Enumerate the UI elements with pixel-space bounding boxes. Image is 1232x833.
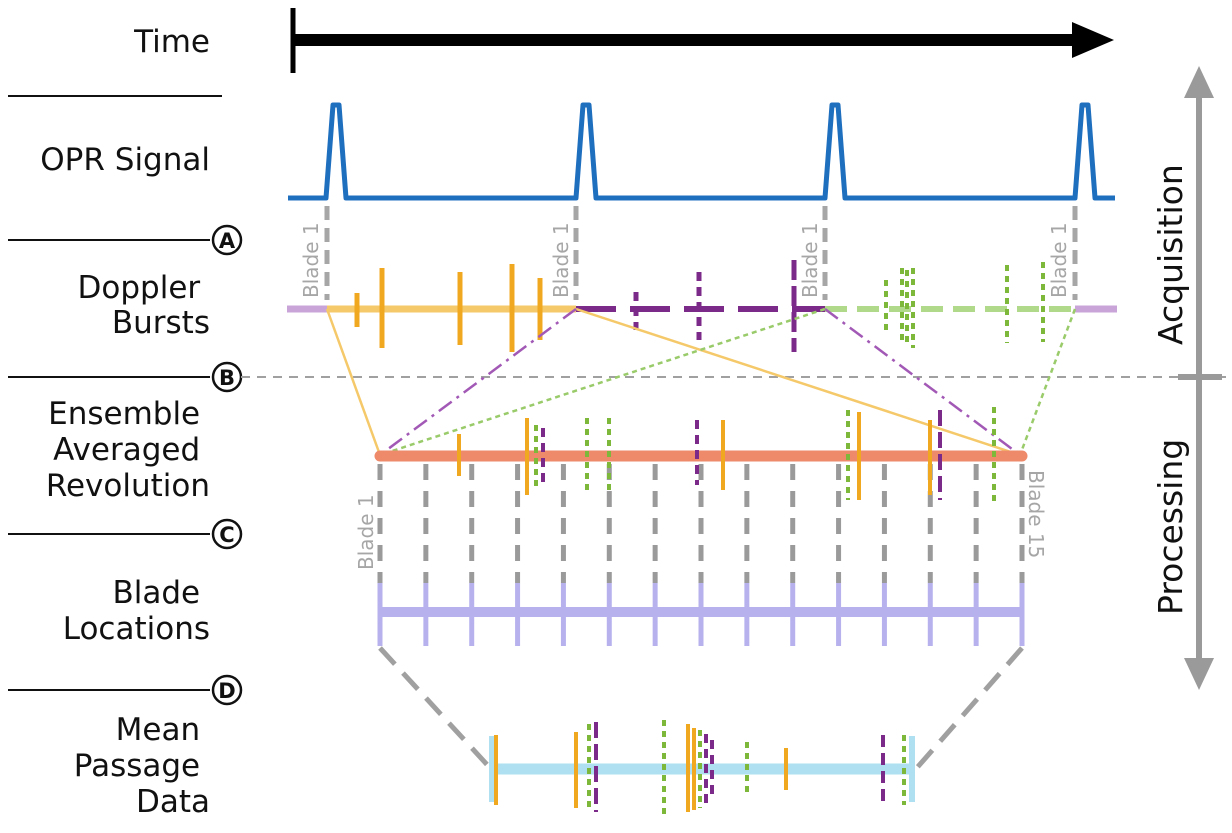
doppler-bursts	[287, 260, 1117, 352]
mapping-line-rev2	[379, 307, 577, 457]
ensemble-revolution	[374, 407, 1028, 505]
row-label-line: Doppler	[78, 270, 201, 306]
row-label-ensemble-averaged-revolution: Ensemble Averaged Revolution	[46, 396, 210, 504]
time-arrowhead	[1072, 22, 1114, 58]
zoom-lines	[378, 646, 1024, 772]
mapping-line-rev1	[325, 308, 382, 456]
row-label-line: Blade	[113, 575, 201, 611]
marker-a-circle	[211, 224, 243, 256]
row-label-line: Averaged	[53, 432, 200, 468]
row-label-line: OPR Signal	[40, 142, 210, 178]
blade-one-label: Blade 1	[549, 222, 573, 298]
marker-c: C	[219, 523, 234, 547]
mapping-lines	[325, 307, 1077, 457]
row-label-line: Ensemble	[48, 396, 200, 432]
blade-locations	[377, 583, 1025, 646]
blade-one-label: Blade 1	[798, 222, 822, 298]
row-label-doppler-bursts: Doppler Bursts	[78, 270, 210, 341]
row-label-line: Locations	[63, 611, 210, 647]
marker-b: B	[219, 366, 235, 390]
row-label-line: Passage	[74, 748, 200, 784]
zoom-line-right	[913, 646, 1024, 772]
row-label-line: Mean	[116, 712, 200, 748]
mapping-line-rev1	[575, 307, 1021, 457]
phase-arrow-down	[1184, 658, 1214, 690]
blade-one-markers: Blade 1 Blade 1 Blade 1 Blade 1	[299, 206, 1078, 300]
time-axis: Time	[133, 8, 1114, 73]
processing-label: Processing	[1151, 439, 1190, 615]
blade-one-label: Blade 1	[299, 222, 323, 298]
blade-one-label: Blade 1	[1047, 222, 1071, 298]
row-separators: A B C D	[8, 95, 1228, 706]
blade-last-label: Blade 15	[1024, 470, 1048, 558]
row-label-mean-passage-data: Mean Passage Data	[74, 712, 210, 820]
phase-arrow-up	[1184, 66, 1214, 98]
marker-a: A	[219, 229, 236, 253]
row-label-line: Bursts	[112, 305, 210, 341]
mapping-line-rev3	[379, 307, 826, 457]
mean-passage-data	[489, 720, 915, 815]
marker-c-circle	[211, 518, 243, 550]
mapping-line-rev2	[824, 307, 1021, 457]
marker-d: D	[218, 679, 235, 703]
blade-first-label: Blade 1	[354, 494, 378, 570]
row-label-blade-locations: Blade Locations	[63, 575, 210, 647]
zoom-line-left	[378, 646, 494, 772]
marker-d-circle	[211, 674, 243, 706]
opr-signal-trace	[288, 102, 1115, 201]
acquisition-label: Acquisition	[1151, 164, 1190, 345]
row-label-line: Data	[136, 784, 210, 820]
blade-location-dashes	[377, 464, 1025, 583]
row-label-opr-signal: OPR Signal	[40, 142, 210, 178]
row-labels: OPR Signal Doppler Bursts Ensemble Avera…	[40, 142, 210, 820]
mapping-line-rev3	[1018, 308, 1077, 456]
row-label-line: Revolution	[46, 468, 210, 504]
phase-axis: Acquisition Processing	[1151, 66, 1222, 690]
time-label: Time	[133, 24, 210, 60]
